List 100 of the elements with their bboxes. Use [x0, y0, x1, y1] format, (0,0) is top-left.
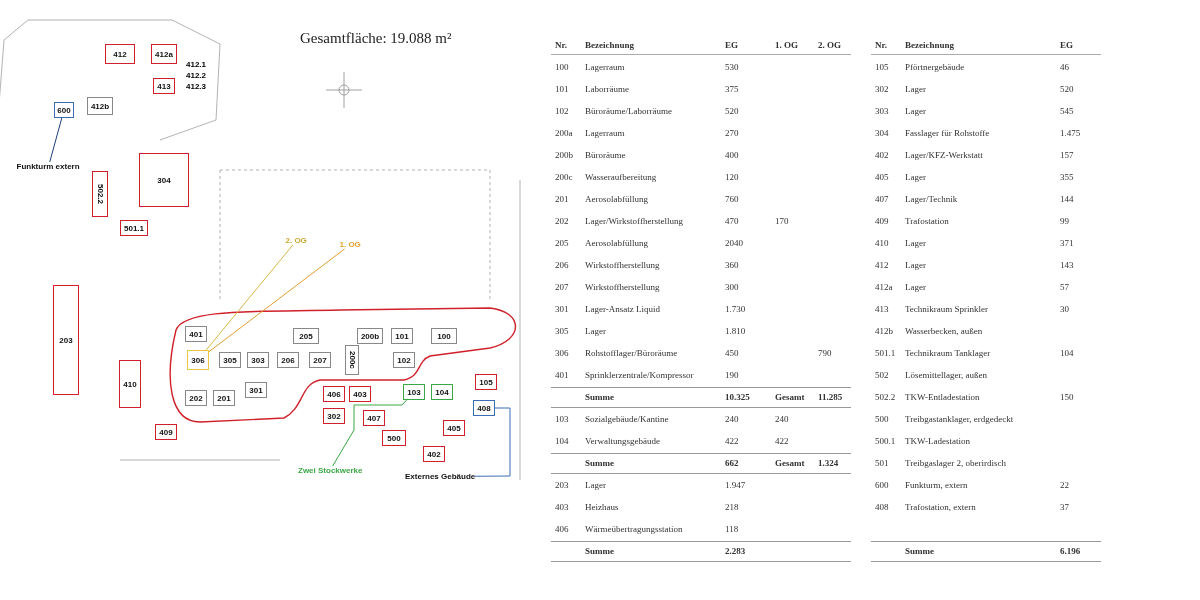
table-cell: 470: [725, 216, 739, 227]
table-cell: 413: [875, 304, 889, 315]
table-cell: 1.730: [725, 304, 746, 315]
building-outline: 409: [155, 424, 177, 440]
table-cell: 412a: [875, 282, 893, 293]
table-cell: 22: [1060, 480, 1069, 491]
table-cell: 355: [1060, 172, 1074, 183]
table-cell: Laborräume: [585, 84, 629, 95]
building-outline: 101: [391, 328, 413, 344]
table-cell: 202: [555, 216, 569, 227]
table-cell: Trafostation, extern: [905, 502, 976, 513]
table-cell: 500: [875, 414, 889, 425]
table-cell: TKW-Ladestation: [905, 436, 970, 447]
building-outline: 207: [309, 352, 331, 368]
table-cell: 306: [555, 348, 569, 359]
table-cell: 301: [555, 304, 569, 315]
table-cell: 1.810: [725, 326, 746, 337]
table-cell: Technikraum Sprinkler: [905, 304, 989, 315]
leader-line: [332, 399, 408, 467]
table-cell: Büroräume/Laborräume: [585, 106, 672, 117]
building-outline: 410: [119, 360, 141, 408]
total-cell: 2.283: [725, 546, 746, 557]
building-outline: 412: [105, 44, 135, 64]
table-cell: 46: [1060, 62, 1069, 73]
callout-label: 1. OG: [339, 239, 361, 249]
building-outline: 100: [431, 328, 457, 344]
building-outline: 104: [431, 384, 453, 400]
total-cell: 6.196: [1060, 546, 1081, 557]
building-outline: 501.1: [120, 220, 148, 236]
table-cell: 371: [1060, 238, 1074, 249]
table-cell: 201: [555, 194, 569, 205]
table-cell: Lager-Ansatz Liquid: [585, 304, 661, 315]
callout-label: Externes Gebäude: [405, 471, 476, 481]
table-cell: TKW-Entladestation: [905, 392, 980, 403]
table-cell: Technikraum Tanklager: [905, 348, 991, 359]
building-outline: 500: [382, 430, 406, 446]
table-cell: Wärmeübertragungsstation: [585, 524, 683, 535]
building-outline: 200b: [357, 328, 383, 344]
total-cell: Summe: [585, 458, 614, 469]
table-cell: 190: [725, 370, 739, 381]
building-outline: 303: [247, 352, 269, 368]
table-cell: 422: [775, 436, 789, 447]
callout-number: 412.3: [186, 81, 207, 91]
table-cell: 400: [725, 150, 739, 161]
column-header: Bezeichnung: [905, 40, 954, 51]
table-cell: 150: [1060, 392, 1074, 403]
table-cell: 200a: [555, 128, 573, 139]
table-cell: 407: [875, 194, 889, 205]
table-cell: 30: [1060, 304, 1069, 315]
total-cell: 11.285: [818, 392, 843, 403]
building-outline: 600: [54, 102, 74, 118]
table-cell: Lagerraum: [585, 128, 625, 139]
table-cell: 100: [555, 62, 569, 73]
building-outline: 301: [245, 382, 267, 398]
table-cell: 37: [1060, 502, 1069, 513]
total-cell: Summe: [585, 546, 614, 557]
table-cell: Lager: [585, 480, 606, 491]
building-outline: 306: [187, 350, 209, 370]
total-cell: 662: [725, 458, 739, 469]
table-cell: 170: [775, 216, 789, 227]
callout-number: 412.2: [186, 70, 207, 80]
table-cell: 790: [818, 348, 832, 359]
table-cell: 101: [555, 84, 569, 95]
table-cell: 403: [555, 502, 569, 513]
table-cell: 218: [725, 502, 739, 513]
table-cell: Lager/Technik: [905, 194, 958, 205]
table-cell: Treibgaslager 2, oberirdisch: [905, 458, 1006, 469]
total-area-heading: Gesamtfläche: 19.088 m²: [300, 30, 452, 47]
building-outline: 502.2: [92, 171, 108, 217]
table-cell: Lager: [905, 238, 926, 249]
column-header: Bezeichnung: [585, 40, 634, 51]
table-cell: 302: [875, 84, 889, 95]
table-cell: 1.947: [725, 480, 746, 491]
building-outline: 401: [185, 326, 207, 342]
table-cell: 410: [875, 238, 889, 249]
building-outline: 305: [219, 352, 241, 368]
column-header: EG: [1060, 40, 1073, 51]
table-cell: 760: [725, 194, 739, 205]
table-cell: 520: [1060, 84, 1074, 95]
table-cell: Trafostation: [905, 216, 949, 227]
table-cell: 501.1: [875, 348, 896, 359]
table-cell: Lager: [905, 106, 926, 117]
column-header: EG: [725, 40, 738, 51]
leader-line: [205, 244, 294, 351]
table-cell: 118: [725, 524, 739, 535]
table-cell: 104: [1060, 348, 1074, 359]
table-cell: 2040: [725, 238, 743, 249]
table-cell: Verwaltungsgebäude: [585, 436, 660, 447]
table-cell: 502.2: [875, 392, 896, 403]
table-cell: Pförtnergebäude: [905, 62, 965, 73]
column-header: Nr.: [875, 40, 887, 51]
building-outline: 205: [293, 328, 319, 344]
table-cell: 57: [1060, 282, 1069, 293]
building-outline: 406: [323, 386, 345, 402]
total-cell: 1.324: [818, 458, 839, 469]
table-cell: Wasseraufbereitung: [585, 172, 657, 183]
building-outline: 103: [403, 384, 425, 400]
table-cell: Sozialgebäude/Kantine: [585, 414, 669, 425]
table-cell: 240: [775, 414, 789, 425]
table-cell: Lager: [905, 260, 926, 271]
